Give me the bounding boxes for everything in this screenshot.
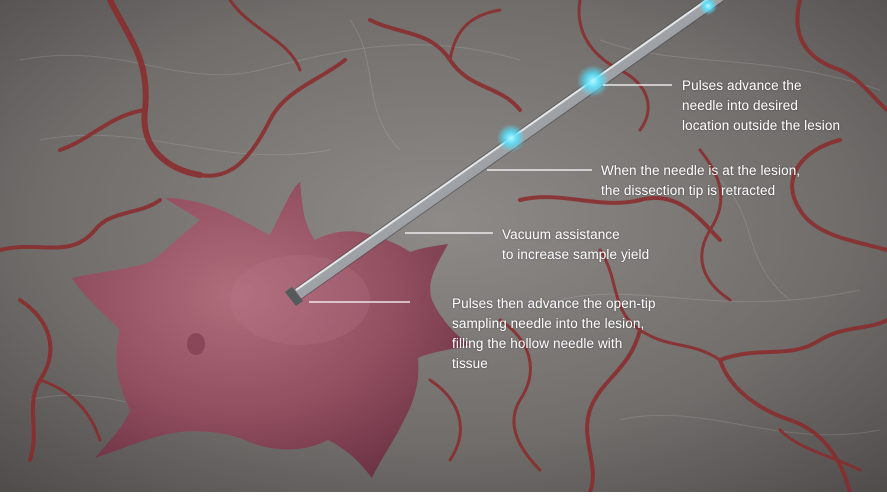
callout-tip-retracted: When the needle is at the lesion, the di… [601,161,800,201]
pulse-marker [497,124,525,152]
callout-line: Pulses then advance the open-tip [452,294,656,314]
callout-line: filling the hollow needle with [452,334,656,354]
callout-advance-outside: Pulses advance the needle into desired l… [682,76,840,136]
callout-line: tissue [452,354,656,374]
callout-line: location outside the lesion [682,116,840,136]
callout-vacuum: Vacuum assistance to increase sample yie… [502,225,649,265]
callout-line: Pulses advance the [682,76,840,96]
callout-line: When the needle is at the lesion, [601,161,800,181]
callout-line: Vacuum assistance [502,225,649,245]
callout-line: needle into desired [682,96,840,116]
callout-line: the dissection tip is retracted [601,181,800,201]
callout-advance-into-lesion: Pulses then advance the open-tip samplin… [452,294,656,374]
callout-line: to increase sample yield [502,245,649,265]
callout-line: sampling needle into the lesion, [452,314,656,334]
lesion-bump [187,333,205,355]
pulse-marker [577,65,609,97]
